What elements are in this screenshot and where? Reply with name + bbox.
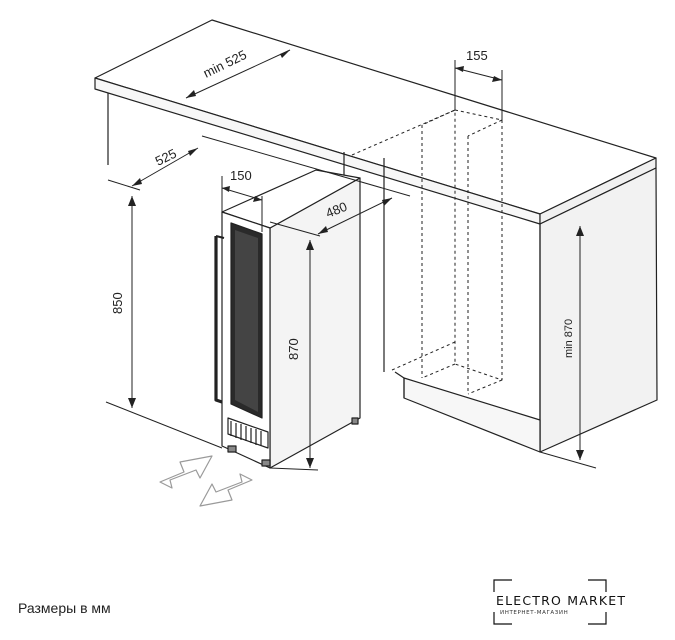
logo-subtitle: ИНТЕРНЕТ-МАГАЗИН [500, 610, 569, 616]
dim-unit-height-body: 870 [286, 338, 301, 360]
foot-back [351, 417, 359, 425]
units-caption: Размеры в мм [18, 600, 111, 616]
dim-unit-width: 150 [230, 168, 252, 183]
foot-left [227, 445, 237, 453]
dim-ventilation-gap: 155 [466, 48, 488, 63]
dim-unit-depth: 525 [153, 146, 179, 169]
air-exhaust-arrow [199, 473, 253, 507]
dim-unit-height: 850 [110, 292, 125, 314]
countertop [94, 19, 657, 225]
left-cabinet-edge [107, 93, 385, 372]
electro-market-logo: ELECTRO MARKET ИНТЕРНЕТ-МАГАЗИН [492, 578, 625, 626]
ventilation-channel [351, 109, 503, 395]
vent-grille [227, 417, 269, 449]
airflow-arrows [159, 455, 253, 507]
dimension-arrowheads [128, 50, 584, 468]
dim-niche-height: min 870 [563, 319, 575, 358]
right-cabinet [394, 167, 658, 453]
logo-title: ELECTRO MARKET [496, 593, 627, 608]
wine-cooler [214, 169, 361, 469]
foot-right [261, 459, 271, 467]
air-intake-arrow [159, 455, 213, 489]
door-handle [214, 236, 223, 404]
logo-frame [493, 579, 607, 625]
